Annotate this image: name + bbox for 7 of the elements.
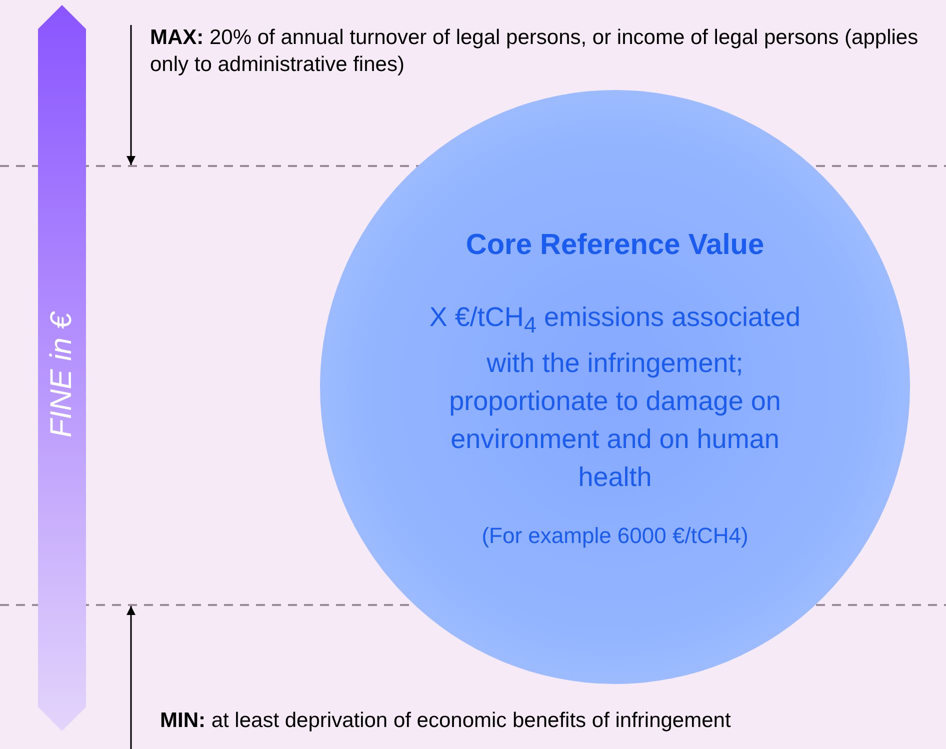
circle-title: Core Reference Value [464,228,766,262]
axis-label: FINE in € [45,312,79,438]
example-note: (For example 6000 €/tCH4) [480,522,750,550]
circle-description: X €/tCH$_{4}$ emissions associated with the infringement; proportionate to damage on environment and on human health [428,301,802,494]
scale-arrow [38,5,86,731]
note-text: MIN: at least deprivation of economic benefits of infringement [160,708,732,734]
note-text: MAX: 20% of annual turnover of legal persons, or income of legal persons (applies only to administrative fines) [150,25,920,78]
